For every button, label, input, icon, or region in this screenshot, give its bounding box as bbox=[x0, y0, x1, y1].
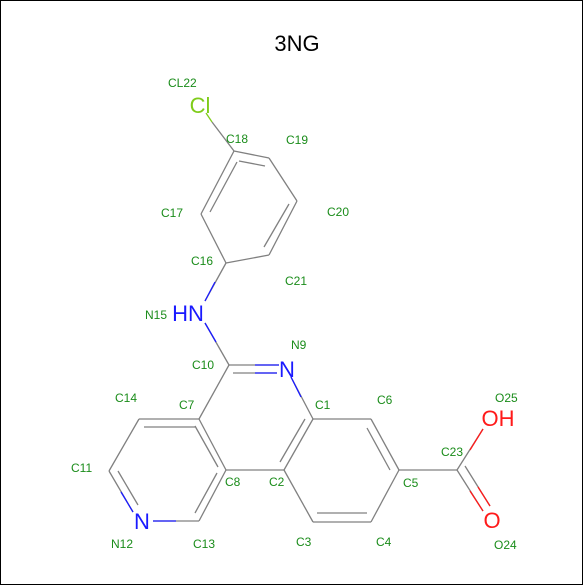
bond-c18-c19-inner bbox=[238, 160, 266, 167]
label-o24: O24 bbox=[494, 538, 517, 552]
label-cl22: CL22 bbox=[168, 76, 197, 90]
bond-n12-half-a bbox=[120, 491, 134, 513]
bond-c19-c20 bbox=[268, 157, 298, 202]
bond-c6-c5-inner bbox=[366, 427, 391, 471]
bond-c20-c21-inner bbox=[263, 203, 290, 248]
bonds bbox=[108, 121, 491, 523]
label-c7: C7 bbox=[179, 398, 195, 412]
bond-c21-c16 bbox=[225, 254, 270, 264]
bond-c17-c18 bbox=[200, 150, 235, 215]
bond-c16-c17 bbox=[200, 213, 227, 264]
label-c14: C14 bbox=[115, 391, 137, 405]
bond-c1-c2-inner bbox=[279, 418, 306, 463]
label-c18: C18 bbox=[226, 132, 248, 146]
bond-c5-c4 bbox=[370, 469, 400, 523]
label-c11: C11 bbox=[71, 461, 92, 475]
label-c17: C17 bbox=[161, 206, 183, 220]
atom-oxygen-o24: O bbox=[483, 508, 500, 533]
bond-c11-n12-inner bbox=[117, 470, 139, 506]
label-c21: C21 bbox=[285, 274, 307, 288]
label-c10: C10 bbox=[192, 358, 214, 372]
bond-o25-half bbox=[469, 428, 484, 451]
label-c5: C5 bbox=[403, 476, 419, 490]
bond-n15-half-a bbox=[204, 281, 216, 302]
diagram-title: 3NG bbox=[274, 31, 319, 56]
label-n9: N9 bbox=[291, 338, 307, 352]
label-c16: C16 bbox=[191, 254, 213, 268]
label-c19: C19 bbox=[286, 133, 308, 147]
label-c2: C2 bbox=[269, 475, 285, 489]
bond-c18-c19 bbox=[233, 150, 270, 159]
bond-c7-c10 bbox=[198, 364, 230, 420]
atom-nitrogen-n9: N bbox=[279, 357, 295, 382]
bond-c3-c2 bbox=[283, 469, 314, 523]
bond-cl-c18 bbox=[211, 121, 235, 152]
label-c3: C3 bbox=[296, 535, 312, 549]
bond-c13-c8 bbox=[198, 469, 227, 522]
bond-c6-c5 bbox=[370, 418, 400, 471]
bond-c8-c7 bbox=[198, 418, 227, 471]
bond-c13-c8-inner bbox=[194, 472, 218, 514]
bond-c14-c11 bbox=[108, 418, 140, 472]
bond-n9-half-c bbox=[290, 376, 302, 398]
bond-o24-half-b bbox=[477, 486, 491, 507]
label-c13: C13 bbox=[193, 537, 215, 551]
colored-bonds bbox=[120, 112, 491, 522]
atom-labels: CL22 C18 C19 C17 C20 C16 C21 N15 N9 C10 … bbox=[71, 76, 518, 552]
atom-nitrogen-n12: N bbox=[134, 509, 150, 534]
bond-c20-c21 bbox=[268, 200, 298, 256]
atom-amine-nh: HN bbox=[172, 301, 204, 326]
label-c23: C23 bbox=[441, 445, 463, 459]
label-c20: C20 bbox=[327, 205, 349, 219]
label-c1: C1 bbox=[315, 398, 331, 412]
label-n15: N15 bbox=[145, 308, 167, 322]
label-c4: C4 bbox=[376, 535, 392, 549]
bond-c1-c2 bbox=[283, 418, 314, 471]
label-c8: C8 bbox=[225, 475, 241, 489]
atom-chlorine: Cl bbox=[190, 93, 211, 118]
atom-hydroxyl-oh: OH bbox=[482, 406, 515, 431]
label-o25: O25 bbox=[495, 391, 518, 405]
label-n12: N12 bbox=[111, 537, 133, 551]
bond-c8-c7-inner bbox=[194, 425, 219, 468]
bond-o24-half-a bbox=[469, 490, 484, 512]
bond-c17-c18-inner bbox=[209, 161, 238, 213]
label-c6: C6 bbox=[377, 393, 393, 407]
bond-cl-half bbox=[205, 112, 213, 123]
bond-n15-half-b bbox=[204, 322, 217, 343]
